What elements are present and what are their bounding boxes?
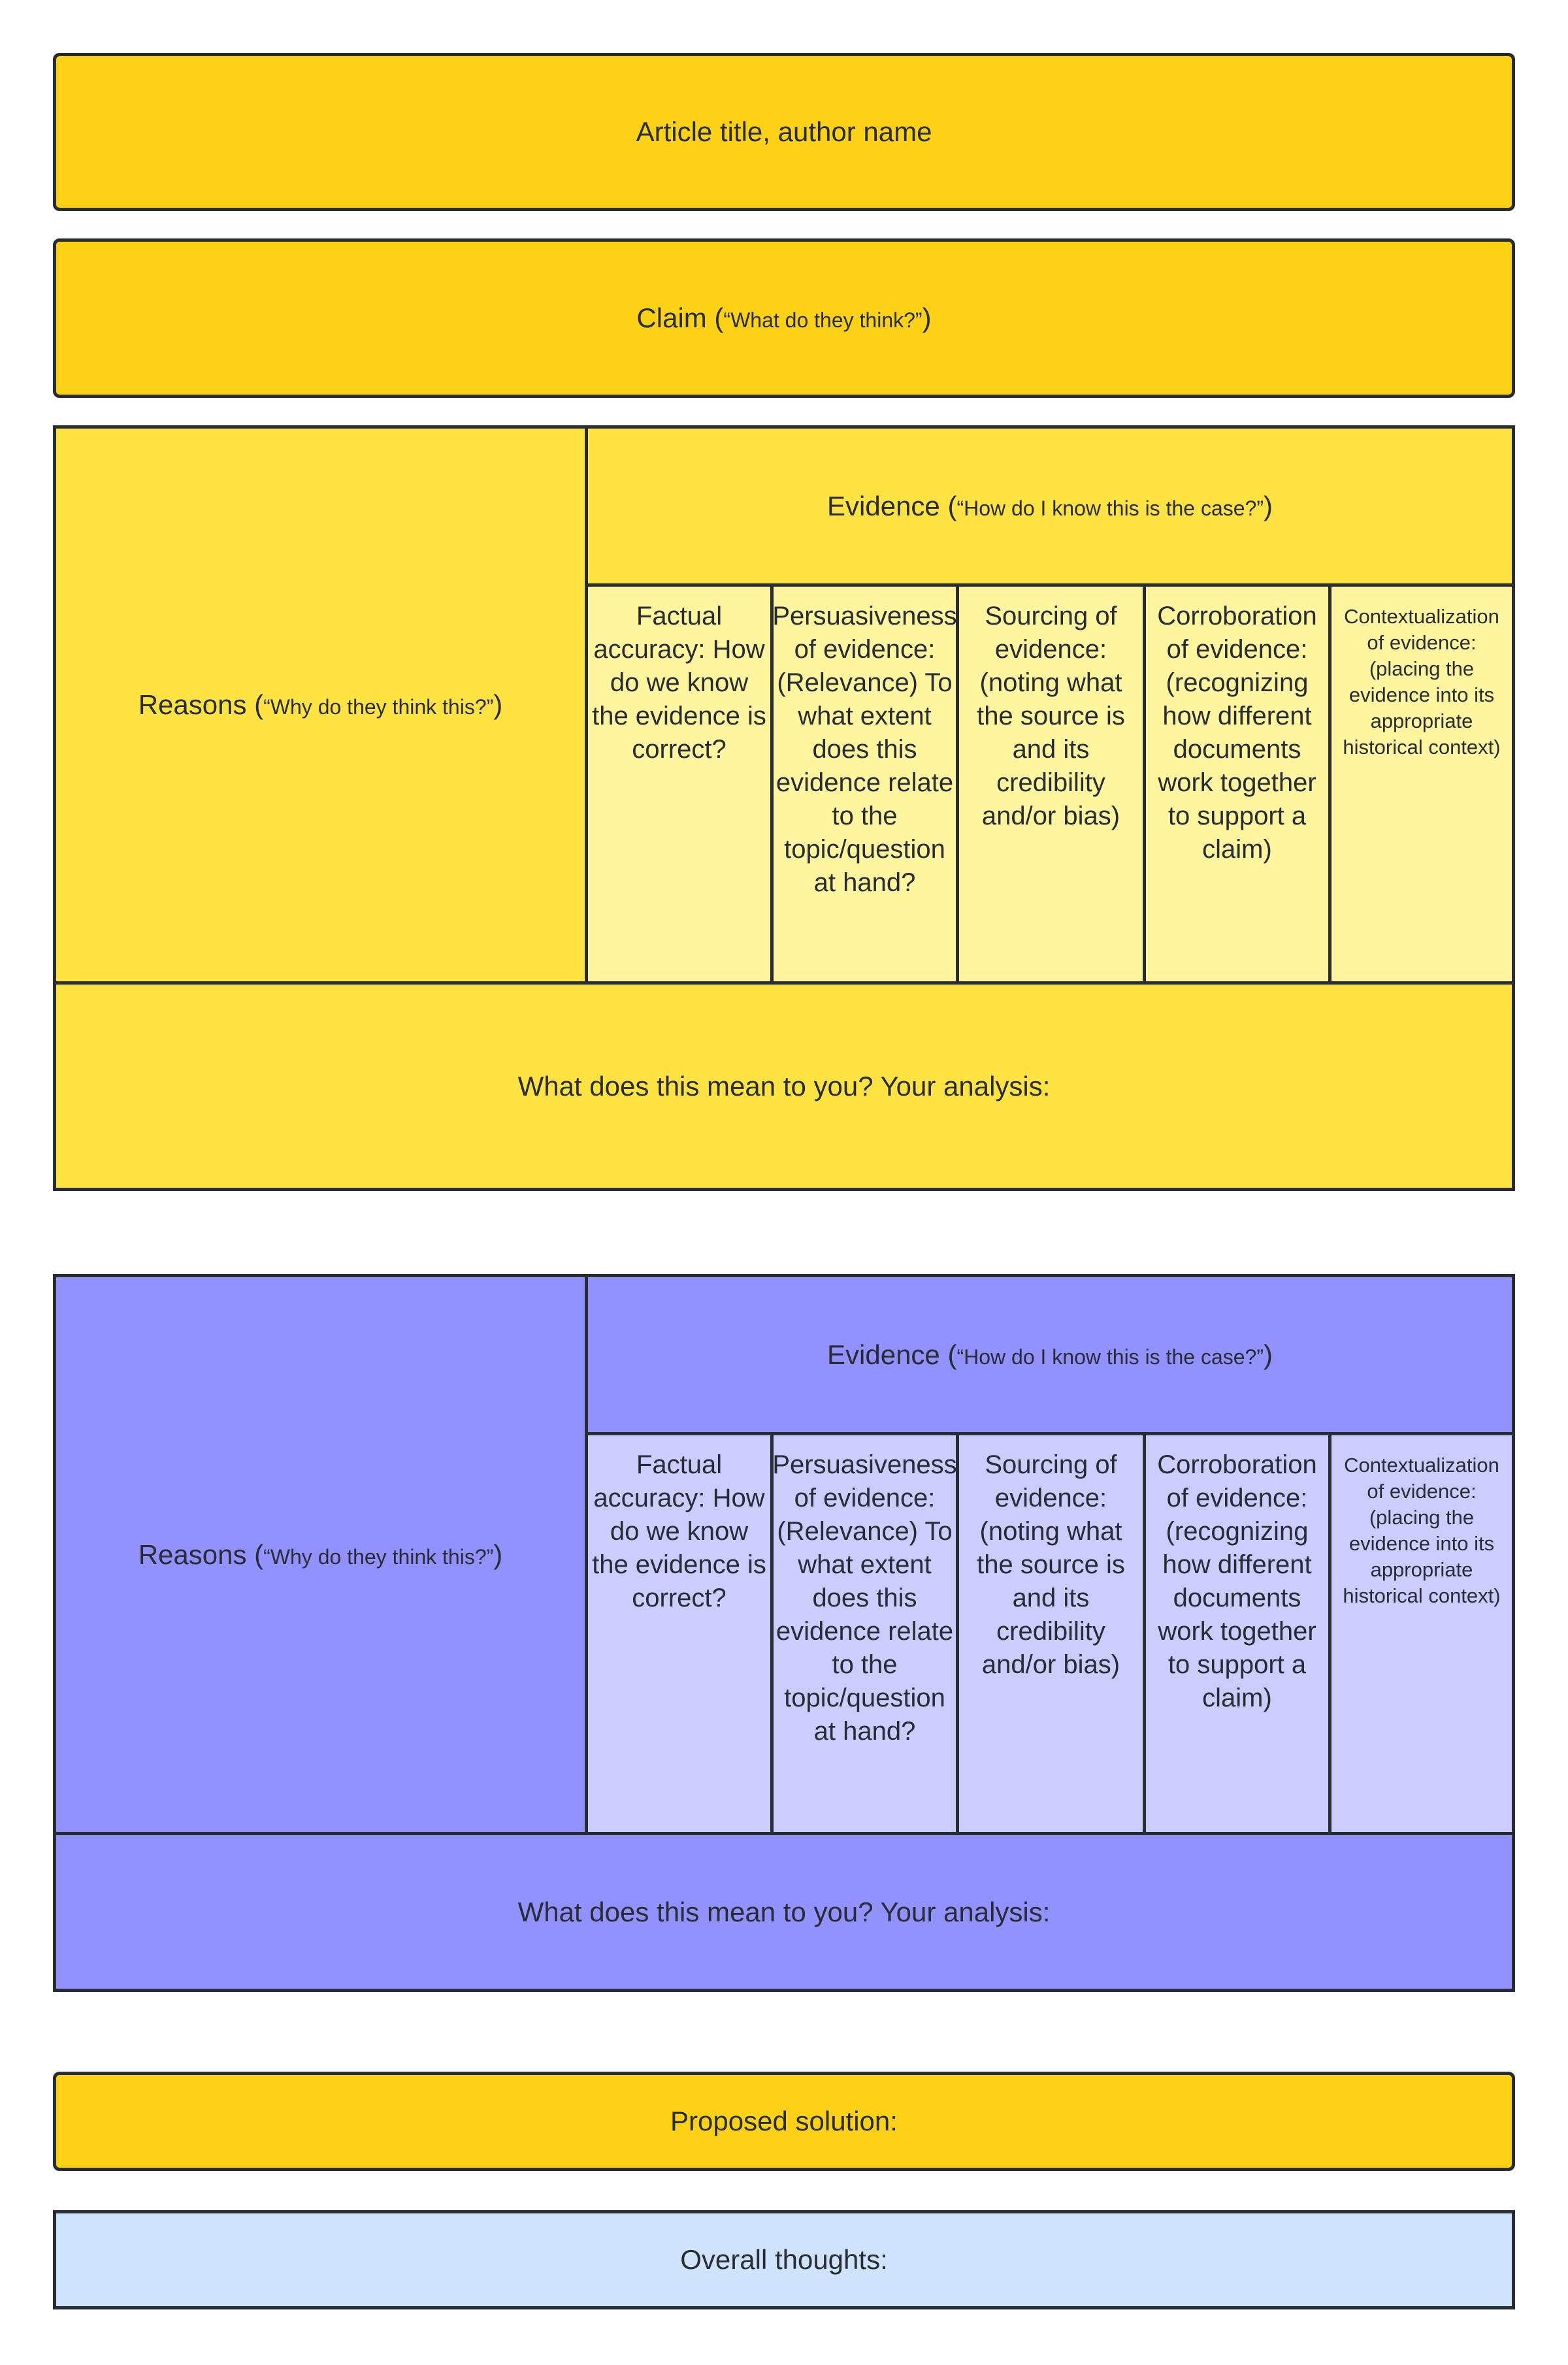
contextualization-cell[interactable]: Contextualization of evidence: (placing … <box>1328 1432 1515 1835</box>
proposed-solution-box[interactable]: Proposed solution: <box>53 2072 1515 2171</box>
reasons-label: Reasons (“Why do they think this?”) <box>138 689 503 720</box>
persuasiveness-cell[interactable]: Persuasiveness of evidence: (Relevance) … <box>770 1432 959 1835</box>
cell-text: Factual accuracy: How do we know the evi… <box>592 1450 766 1612</box>
analysis-box[interactable]: What does this mean to you? Your analysi… <box>53 1832 1515 1992</box>
reasons-box[interactable]: Reasons (“Why do they think this?”) <box>53 425 588 985</box>
article-title-label: Article title, author name <box>636 116 932 147</box>
cell-text: Corroboration of evidence: (recognizing … <box>1157 1450 1317 1712</box>
cell-text: Persuasiveness of evidence: (Relevance) … <box>772 1450 957 1746</box>
claim-box[interactable]: Claim (“What do they think?”) <box>53 238 1515 398</box>
cell-text: Persuasiveness of evidence: (Relevance) … <box>772 602 957 897</box>
cell-text: Sourcing of evidence: (noting what the s… <box>977 1450 1125 1679</box>
corroboration-cell[interactable]: Corroboration of evidence: (recognizing … <box>1143 1432 1331 1835</box>
contextualization-cell[interactable]: Contextualization of evidence: (placing … <box>1328 583 1515 985</box>
analysis-label: What does this mean to you? Your analysi… <box>517 1070 1051 1101</box>
claim-label: Claim (“What do they think?”) <box>636 302 932 333</box>
cell-text: Contextualization of evidence: (placing … <box>1343 1454 1501 1607</box>
factual-accuracy-cell[interactable]: Factual accuracy: How do we know the evi… <box>585 1432 774 1835</box>
analysis-label: What does this mean to you? Your analysi… <box>517 1896 1051 1927</box>
reasons-label: Reasons (“Why do they think this?”) <box>138 1539 503 1570</box>
reasons-box[interactable]: Reasons (“Why do they think this?”) <box>53 1274 588 1835</box>
article-title-box[interactable]: Article title, author name <box>53 53 1515 211</box>
persuasiveness-cell[interactable]: Persuasiveness of evidence: (Relevance) … <box>770 583 959 985</box>
corroboration-cell[interactable]: Corroboration of evidence: (recognizing … <box>1143 583 1331 985</box>
proposed-solution-label: Proposed solution: <box>670 2106 898 2136</box>
evidence-header[interactable]: Evidence (“How do I know this is the cas… <box>585 1274 1515 1435</box>
overall-thoughts-box[interactable]: Overall thoughts: <box>53 2210 1515 2309</box>
cell-text: Contextualization of evidence: (placing … <box>1343 605 1501 758</box>
cell-text: Sourcing of evidence: (noting what the s… <box>977 602 1125 830</box>
cell-text: Factual accuracy: How do we know the evi… <box>592 602 766 764</box>
evidence-label: Evidence (“How do I know this is the cas… <box>827 1339 1273 1370</box>
cell-text: Corroboration of evidence: (recognizing … <box>1157 602 1317 864</box>
factual-accuracy-cell[interactable]: Factual accuracy: How do we know the evi… <box>585 583 774 985</box>
evidence-label: Evidence (“How do I know this is the cas… <box>827 490 1273 521</box>
sourcing-cell[interactable]: Sourcing of evidence: (noting what the s… <box>956 1432 1146 1835</box>
evidence-header[interactable]: Evidence (“How do I know this is the cas… <box>585 425 1515 587</box>
overall-thoughts-label: Overall thoughts: <box>680 2244 888 2275</box>
sourcing-cell[interactable]: Sourcing of evidence: (noting what the s… <box>956 583 1146 985</box>
analysis-box[interactable]: What does this mean to you? Your analysi… <box>53 981 1515 1191</box>
